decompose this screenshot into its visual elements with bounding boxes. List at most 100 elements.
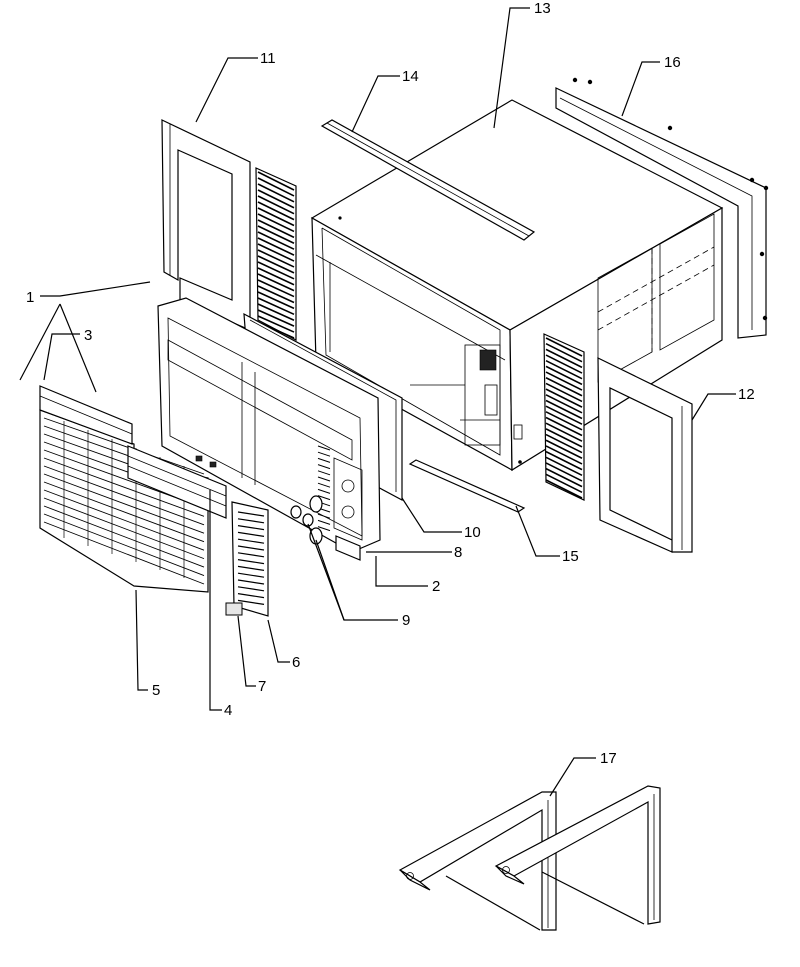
hatch-line [317, 445, 331, 451]
hatch-line [237, 586, 265, 592]
hatch-line [545, 388, 583, 408]
hatch-line [545, 354, 583, 374]
callout-16: 16 [664, 54, 681, 71]
hatch-line [545, 473, 583, 494]
hatch-line [545, 337, 583, 357]
hatch-line [237, 538, 265, 544]
hatch-line [257, 315, 295, 333]
callout-10: 10 [464, 524, 481, 541]
hatch-line [257, 237, 295, 256]
hatch-line [257, 231, 295, 250]
hatch-line [545, 348, 583, 369]
callout-8: 8 [454, 544, 462, 561]
hatch-line [317, 464, 331, 470]
side-louver-part-6 [231, 501, 269, 617]
hatch-line [545, 422, 583, 442]
hatch-line [43, 473, 205, 534]
hatch-line [43, 489, 205, 551]
control-panel-part-8 [335, 535, 361, 561]
hatch-line [257, 297, 295, 316]
hatch-line [257, 219, 295, 239]
hatch-line [237, 518, 265, 524]
hatch-line [257, 291, 295, 310]
hatch-line [317, 488, 331, 494]
top-rail-part-14 [320, 119, 536, 241]
hatch-line [43, 513, 205, 576]
front-grille-part-5 [39, 409, 209, 593]
hatch-line [545, 445, 583, 465]
hatch-line [43, 505, 205, 568]
hatch-line [257, 213, 295, 233]
hatch-line [237, 511, 265, 517]
hatch-line [317, 519, 331, 525]
small-clip-part-7 [225, 602, 243, 616]
left-accordion-curtain [255, 167, 297, 341]
hatch-line [545, 462, 583, 482]
callout-11: 11 [260, 50, 276, 67]
hatch-line [317, 526, 331, 532]
hatch-line [257, 183, 295, 203]
hatch-line [545, 342, 583, 363]
right-accordion-curtain [543, 333, 585, 501]
hatch-line [43, 457, 205, 517]
hatch-line [257, 195, 295, 215]
hatch-line [237, 599, 265, 605]
hatch-line [257, 243, 295, 262]
hatch-line [43, 521, 205, 585]
hatch-line [545, 411, 583, 431]
callout-13: 13 [534, 0, 551, 17]
hatch-line [257, 279, 295, 298]
callout-17: 17 [600, 750, 617, 767]
callout-5: 5 [152, 682, 160, 699]
hatch-line [545, 433, 583, 454]
hatch-line [545, 371, 583, 391]
hatch-line [257, 189, 295, 209]
callout-3: 3 [84, 327, 92, 344]
hatch-line [257, 261, 295, 280]
hatch-line [545, 377, 583, 397]
hatch-line [545, 450, 583, 471]
hatch-line [257, 225, 295, 245]
callout-2: 2 [432, 578, 440, 595]
hatch-line [257, 255, 295, 274]
hatch-line [237, 579, 265, 585]
hatch-line [257, 303, 295, 321]
hatch-line [257, 285, 295, 304]
hatch-line [317, 513, 331, 519]
grille-top-strip-part-3 [39, 385, 133, 445]
hatch-line [317, 470, 331, 476]
hatch-line [257, 309, 295, 327]
hatch-line [257, 207, 295, 227]
hatch-line [237, 545, 265, 551]
hatch-line [545, 365, 583, 386]
hatch-line [237, 531, 265, 537]
callout-labels: 1 3 11 14 13 16 12 10 8 15 2 9 6 7 5 4 1… [26, 0, 755, 767]
hatch-line [257, 201, 295, 221]
hatch-line [257, 171, 295, 191]
hatch-line [545, 360, 583, 380]
hatch-line [545, 416, 583, 437]
hatch-line [237, 593, 265, 599]
hatch-line [43, 497, 205, 560]
hatch-line [545, 394, 583, 414]
hatch-line [257, 267, 295, 286]
hatch-line [317, 495, 331, 501]
hatch-line [545, 428, 583, 448]
hatch-line [43, 465, 205, 526]
control-knobs-part-9 [290, 495, 323, 545]
callout-1: 1 [26, 289, 34, 306]
hatch-line [317, 476, 331, 482]
front-frame-part-2 [157, 297, 381, 553]
hatch-line [545, 399, 583, 420]
callout-6: 6 [292, 654, 300, 671]
hatch-line [545, 439, 583, 459]
callout-12: 12 [738, 386, 755, 403]
hatch-line [545, 479, 583, 499]
bottom-rail-part-15 [408, 459, 526, 513]
hatch-line [257, 273, 295, 292]
hatch-line [317, 457, 331, 463]
hatch-line [237, 572, 265, 578]
left-side-frame-part-11 [161, 119, 251, 331]
